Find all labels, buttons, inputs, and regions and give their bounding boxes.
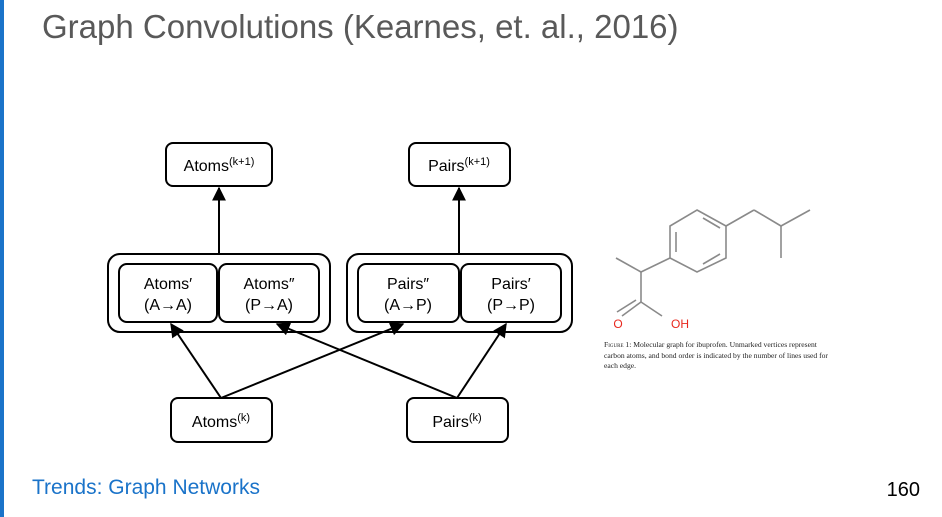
page-number: 160 <box>886 479 920 501</box>
atoms-pa-line1: Atoms″ <box>243 276 294 293</box>
hydroxyl-label: OH <box>671 317 689 331</box>
edge-pairs-k-to-pairs-pp <box>456 322 507 399</box>
edge-atoms-k-to-atoms-aa <box>170 322 222 399</box>
slide-title: Graph Convolutions (Kearnes, et. al., 20… <box>42 8 679 45</box>
footer-section-title: Trends: Graph Networks <box>32 476 260 499</box>
pairs-ap-line1: Pairs″ <box>387 276 429 293</box>
oxygen-atom-label: O <box>613 317 622 331</box>
atoms-pa-box <box>218 263 320 323</box>
left-accent-bar <box>0 0 4 517</box>
pairs-ap-line2: (A→P) <box>384 297 432 314</box>
pairs-pp-box <box>460 263 562 323</box>
atoms-pa-line2: (P→A) <box>245 297 293 314</box>
pairs-next-box <box>408 142 511 187</box>
molecule-caption: Figure 1: Molecular graph for ibuprofen.… <box>604 340 836 372</box>
caption-lead: Figure 1: <box>604 340 632 349</box>
pairs-next-label: Pairs(k+1) <box>428 156 490 175</box>
edge-pairs-k-to-atoms-pa <box>275 322 458 399</box>
atoms-aa-box <box>118 263 218 323</box>
atoms-k-label: Atoms(k) <box>192 412 250 431</box>
atoms-next-label: Atoms(k+1) <box>184 156 255 175</box>
pairs-pp-line1: Pairs′ <box>491 276 530 293</box>
ibuprofen-molecule-graph <box>615 209 811 317</box>
caption-text: Molecular graph for ibuprofen. Unmarked … <box>604 340 828 370</box>
atoms-next-box <box>165 142 273 187</box>
pairs-pp-line2: (P→P) <box>487 297 535 314</box>
pairs-ap-box <box>357 263 460 323</box>
pairs-k-label: Pairs(k) <box>432 412 481 431</box>
atoms-aa-line1: Atoms′ <box>144 276 192 293</box>
edge-atoms-k-to-pairs-ap <box>220 322 405 399</box>
atoms-aa-line2: (A→A) <box>144 297 192 314</box>
